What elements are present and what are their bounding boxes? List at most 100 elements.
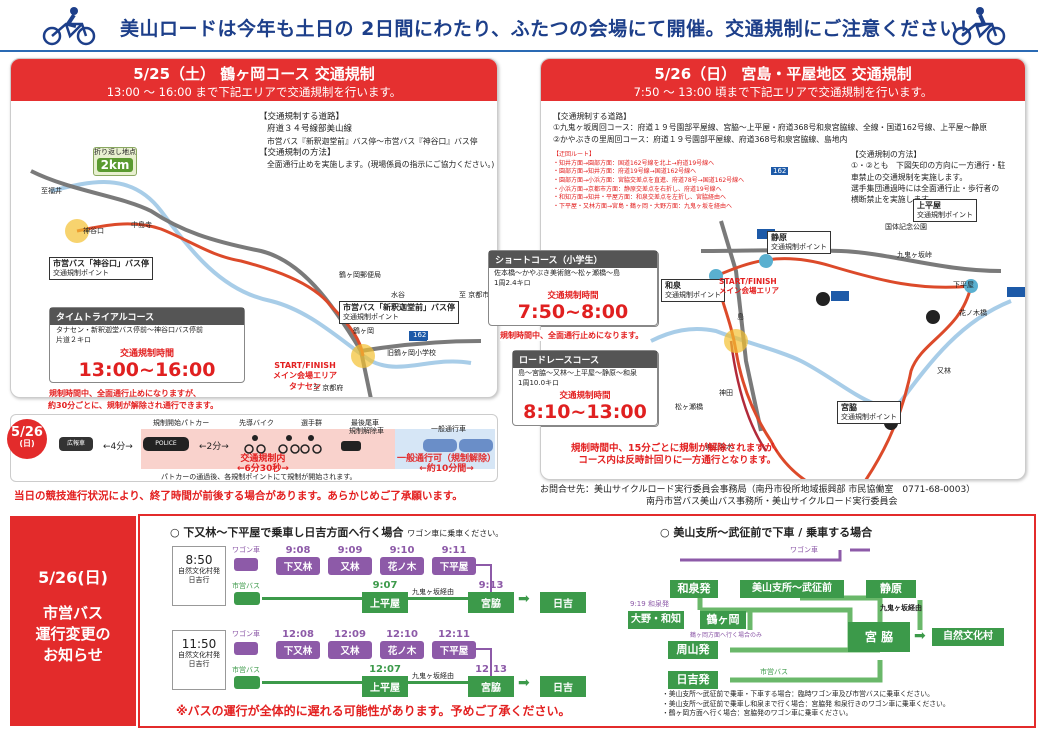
route-connector bbox=[262, 681, 362, 684]
bus1-label: 市営バス「神谷口」バス停交通規制ポイント bbox=[49, 257, 153, 280]
arrow-right-icon: ➡ bbox=[518, 591, 530, 607]
tt-notes: 規制時間中、全面通行止めになりますが、 bbox=[49, 389, 201, 398]
patrol-car-icon: 広報車 bbox=[59, 437, 93, 451]
node-izumi: 和泉発 bbox=[670, 580, 718, 598]
route-162-sign: 162 bbox=[411, 331, 429, 341]
wagon-label: ワゴン車 bbox=[232, 546, 260, 554]
stop-kamihiraya: 上平屋 bbox=[362, 592, 408, 613]
left-roads-info: 【交通規制する道路】 府道３４号線部美山線 市営バス『新釈迦堂前』バス停～市営バ… bbox=[259, 112, 495, 170]
convoy-note: パトカーの通過後、各規制ポイントにて規制が開始されます。 bbox=[161, 473, 357, 481]
general-car-icon bbox=[423, 439, 457, 452]
start-finish-label: START/FINISH メイン会場エリア タナセン bbox=[273, 361, 337, 391]
convoy-gap: ←2分→ bbox=[199, 442, 229, 452]
short-course-box-overlay: ショートコース（小学生） 佐本橋～かやぶき美術館～松ヶ瀬橋～島 1周2.4キロ … bbox=[488, 250, 658, 326]
stop-hananoki: 花ノ木 bbox=[380, 641, 424, 659]
right-panel-subtitle: 7:50 ～ 13:00 頃まで下記エリアで交通規制を行います。 bbox=[633, 85, 933, 99]
right-method-info: 【交通規制の方法】 ①・②とも 下図矢印の方向に一方通行・駐 車禁止の交通規制を… bbox=[851, 150, 1006, 205]
tt-course-box: タイムトライアルコース タナセン・新釈迦堂バス停前～神谷口バス停前 片道２キロ … bbox=[49, 307, 245, 383]
stop-kamihiraya: 上平屋 bbox=[362, 676, 408, 697]
sec2-title: ○ 美山支所～武征前で下車 / 乗車する場合 bbox=[660, 526, 873, 539]
bus-notice-badge: 5/26(日) 市営バス 運行変更の お知らせ bbox=[10, 516, 136, 726]
convoy-label: 一般通行車 bbox=[431, 425, 466, 433]
map-label: 又林 bbox=[937, 367, 951, 375]
map-label: 至福井 bbox=[41, 187, 62, 195]
convoy-gap: ←4分→ bbox=[103, 442, 133, 452]
stop-miyawaki: 宮脇 bbox=[468, 676, 514, 697]
stop-hiyoshi: 日吉 bbox=[540, 676, 586, 697]
map-label: 神谷口 bbox=[83, 227, 104, 235]
label-via: 九鬼ヶ坂経由 bbox=[880, 604, 922, 612]
convoy-label: 規制開始パトカー bbox=[153, 419, 210, 427]
citybus-label: 市営バス bbox=[232, 666, 260, 674]
right-roads-info: 【交通規制する道路】 ①九鬼ヶ坂周回コース：府道１９号園部平屋線、宮脇～上平屋・… bbox=[553, 112, 987, 144]
stop-matabayashi: 又林 bbox=[328, 557, 372, 575]
shizuhara-point-label: 静原交通規制ポイント bbox=[767, 231, 831, 254]
stop-shimomatabayashi: 下又林 bbox=[276, 557, 320, 575]
label-citybus: 市営バス bbox=[760, 668, 788, 676]
node-ohno: 大野・和知 bbox=[628, 611, 684, 629]
right-panel-title: 5/26（日） 宮島・平屋地区 交通規制 bbox=[654, 65, 912, 83]
label-919: 9:19 和泉発 bbox=[630, 600, 669, 608]
node-miyawaki: 宮 脇 bbox=[848, 622, 910, 652]
convoy-label: 選手群 bbox=[301, 419, 322, 427]
convoy-out-label: 一般通行可（規制解除） ←約10分間→ bbox=[397, 454, 497, 474]
convoy-in-label: 交通規制内 ←6分30秒→ bbox=[237, 454, 289, 474]
bus2-label: 市営バス「新釈迦堂前」バス停交通規制ポイント bbox=[339, 301, 459, 324]
node-tsuru: 鶴ヶ岡 bbox=[700, 611, 746, 629]
sec1-title: ○ 下又林～下平屋で乗車し日吉方面へ行く場合 ワゴン車に乗車ください。 bbox=[170, 526, 504, 539]
stop-matabayashi: 又林 bbox=[328, 641, 372, 659]
riders-icon bbox=[244, 435, 361, 454]
node-hiyoshi: 日吉発 bbox=[668, 671, 718, 689]
convoy-strip: 5/26 (日) 規制開始パトカー 先導バイク 選手群 最後尾車 規制解除車 一… bbox=[7, 414, 498, 482]
map-label: 国体記念公園 bbox=[885, 223, 927, 231]
arrow-right-icon: ➡ bbox=[518, 675, 530, 691]
bus-section bbox=[138, 514, 1036, 728]
wagon-label: ワゴン車 bbox=[232, 630, 260, 638]
stop-shimohiraya: 下平屋 bbox=[432, 557, 476, 575]
wagon-icon bbox=[234, 558, 258, 571]
cyclist-icon bbox=[952, 7, 1006, 46]
route-connector bbox=[490, 564, 492, 594]
node-shuzan: 周山発 bbox=[668, 641, 718, 659]
route-connector bbox=[476, 564, 490, 566]
route-162-sign: 162 bbox=[771, 167, 789, 175]
network-notes: ・美山支所～武征前で乗車・下車する場合：臨時ワゴン車及び市営バスに乗車ください。… bbox=[662, 690, 950, 718]
convoy-date-badge: 5/26 (日) bbox=[7, 419, 47, 459]
izumi-point-label: 和泉交通規制ポイント bbox=[661, 279, 725, 302]
dep1-box: 8:50 自然文化村発 日吉行 bbox=[172, 546, 226, 606]
stop-shimohiraya: 下平屋 bbox=[432, 641, 476, 659]
convoy-label: 最後尾車 bbox=[351, 419, 379, 427]
node-shisho: 美山支所～武征前 bbox=[740, 580, 844, 598]
map-label: 至 京都市 bbox=[459, 291, 490, 299]
stop-hiyoshi: 日吉 bbox=[540, 592, 586, 613]
node-shizen: 自然文化村 bbox=[932, 628, 1004, 646]
map-label: 鶴ヶ岡郵便局 bbox=[339, 271, 381, 279]
police-car-icon: POLICE bbox=[143, 437, 189, 451]
tt-note2: 約30分ごとに、規制が解除され通行できます。 bbox=[48, 401, 219, 410]
citybus-icon bbox=[234, 676, 260, 689]
citybus-icon bbox=[234, 592, 260, 605]
convoy-label: 規制解除車 bbox=[349, 427, 384, 435]
delay-warning: ※バスの運行が全体的に遅れる可能性があります。予めご了承ください。 bbox=[176, 704, 571, 718]
left-panel-subtitle: 13:00 ～ 16:00 まで下記エリアで交通規制を行います。 bbox=[106, 85, 402, 99]
stop-shimomatabayashi: 下又林 bbox=[276, 641, 320, 659]
map-label: 花ノ木橋 bbox=[959, 309, 987, 317]
bus-network-diagram bbox=[680, 548, 923, 683]
route-connector bbox=[408, 597, 468, 600]
left-panel-title: 5/25（土） 鶴ヶ岡コース 交通規制 bbox=[133, 65, 375, 83]
tt-time: 13:00~16:00 bbox=[78, 358, 216, 381]
contact-info: お問合せ先：美山サイクルロード実行委員会事務局（南丹市役所地域振興部 市民協働室… bbox=[540, 485, 976, 508]
via-label: 九鬼ヶ坂経由 bbox=[412, 588, 454, 596]
map-label: 下平屋 bbox=[953, 281, 974, 289]
map-label: 美山名水 bbox=[705, 443, 733, 451]
route-connector bbox=[262, 597, 362, 600]
citybus-label: 市営バス bbox=[232, 582, 260, 590]
node-shizuhara: 静原 bbox=[866, 580, 916, 598]
right-panel-header: 5/26（日） 宮島・平屋地区 交通規制 7:50 ～ 13:00 頃まで下記エ… bbox=[541, 59, 1025, 101]
map-label: 旧鶴ヶ岡小学校 bbox=[387, 349, 436, 357]
kamihiraya-point-label: 上平屋交通規制ポイント bbox=[913, 199, 977, 222]
route-connector bbox=[408, 681, 468, 684]
stop-miyawaki: 宮脇 bbox=[468, 592, 514, 613]
map-label: 島 bbox=[737, 313, 744, 321]
road-notes: 規制時間中、15分ごとに規制が解除されますが、 コース内は反時計回りに一方通行と… bbox=[571, 443, 784, 467]
